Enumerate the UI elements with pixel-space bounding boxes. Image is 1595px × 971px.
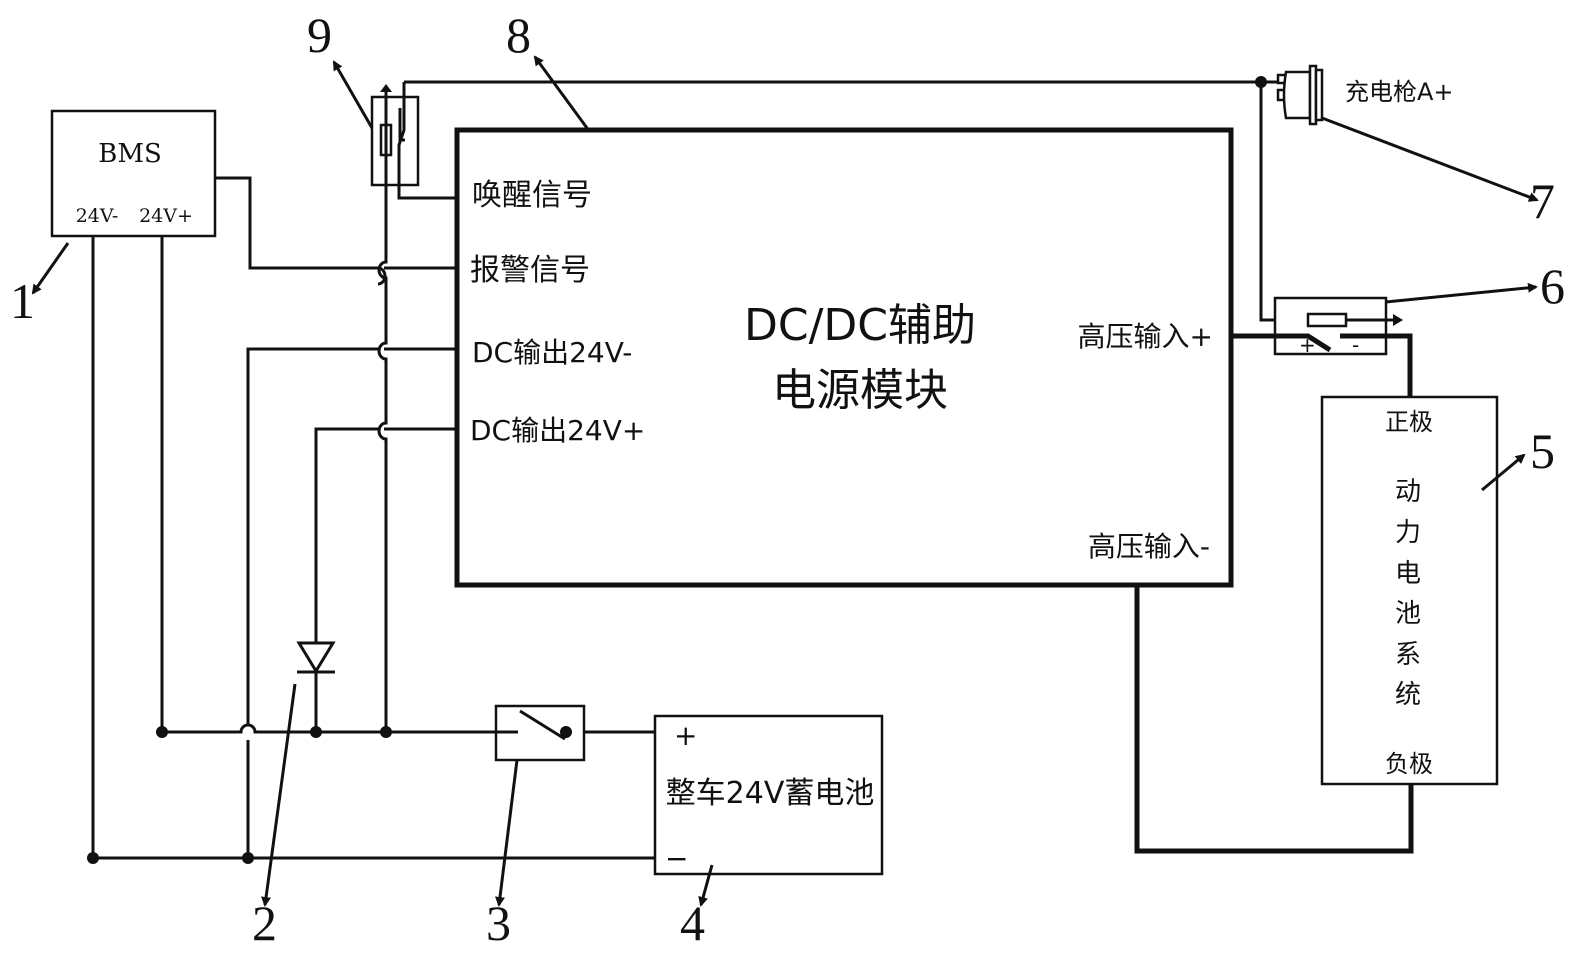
junction-dots [87,76,1267,864]
power-battery-char-1: 动 [1395,477,1421,507]
bms-module: BMS 24V- 24V+ [50,109,217,238]
switch [494,704,586,762]
dcdc-title-line1: DC/DC辅助 [744,300,976,351]
dcdc-title-line2: 电源模块 [772,365,948,416]
diode [296,641,336,674]
port-alarm-signal: 报警信号 [470,253,590,288]
charging-gun-connector: 充电枪A+ [1261,64,1454,126]
callouts: 1 2 3 4 5 6 7 8 9 [10,7,1565,951]
power-battery-neg: 负极 [1385,750,1433,778]
bms-port-24v-neg: 24V- [76,205,119,227]
port-dc-out-neg: DC输出24V- [472,336,632,369]
power-battery-char-4: 池 [1395,599,1421,629]
callout-7: 7 [1530,173,1555,229]
callout-2: 2 [252,895,277,951]
power-battery-char-6: 统 [1395,680,1421,710]
power-battery-char-5: 系 [1395,640,1421,670]
callout-3: 3 [486,895,511,951]
port-wake-signal: 唤醒信号 [472,178,592,213]
power-battery-char-2: 力 [1395,518,1421,548]
vehicle-24v-battery: + 整车24V蓄电池 − [653,714,884,876]
callout-6: 6 [1540,258,1565,314]
low-voltage-wiring [91,88,655,860]
battery-plus-sign: + [674,719,697,752]
vehicle-battery-title: 整车24V蓄电池 [666,776,875,811]
bms-port-24v-pos: 24V+ [139,205,193,227]
port-hv-in-neg: 高压输入- [1088,530,1210,563]
hv-negative-wire [1134,585,1414,854]
power-battery-system: 正极 动 力 电 池 系 统 负极 [1320,395,1499,786]
relay-plus-sign: + [1299,333,1316,357]
callout-9: 9 [307,7,332,63]
port-dc-out-pos: DC输出24V+ [470,414,645,447]
relay-minus-sign: - [1352,333,1359,357]
dcdc-module: DC/DC辅助 电源模块 唤醒信号 报警信号 DC输出24V- DC输出24V+… [454,127,1234,588]
wake-relay [370,80,1261,200]
hv-relay: + - [1231,82,1413,397]
battery-minus-sign: − [665,842,688,875]
power-battery-char-3: 电 [1395,559,1421,589]
charging-gun-label: 充电枪A+ [1345,78,1454,106]
callout-1: 1 [10,273,35,329]
callout-4: 4 [680,895,705,951]
port-hv-in-pos: 高压输入+ [1078,320,1213,353]
callout-5: 5 [1530,423,1555,479]
power-battery-pos: 正极 [1385,408,1433,436]
callout-8: 8 [506,7,531,63]
bms-title: BMS [98,139,162,169]
